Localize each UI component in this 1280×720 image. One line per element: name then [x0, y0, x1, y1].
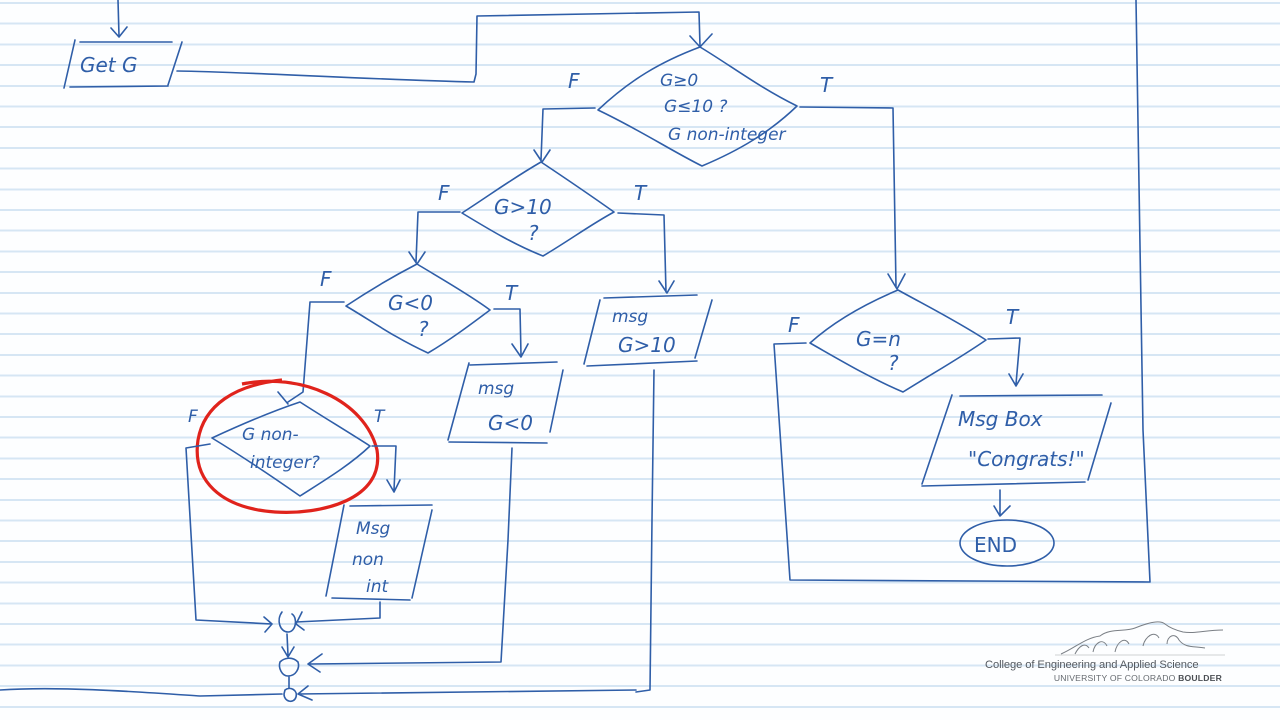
get-g-label: Get G: [80, 53, 138, 77]
university-prefix: UNIVERSITY OF COLORADO: [1053, 673, 1179, 683]
msg-nonint-parallelogram: [325, 504, 433, 601]
valid-check-node: G≥0 G≤10 ? G non-integer F T: [568, 46, 834, 167]
gt10-check-true-label: T: [634, 181, 648, 205]
lt0-check-line-2: ?: [418, 317, 429, 341]
get-g-node: Get G: [63, 0, 183, 89]
edge-nonint-false: [185, 443, 273, 633]
msg-congrats-line-1: Msg Box: [958, 407, 1043, 431]
nonint-check-false-label: F: [188, 407, 198, 427]
gt10-check-node: G>10 ? F T: [438, 161, 648, 257]
msg-lt0-line-2: G<0: [488, 411, 533, 435]
edge-valid-true: [799, 106, 906, 290]
eq-check-true-label: T: [1006, 305, 1020, 329]
valid-check-false-label: F: [568, 69, 580, 93]
eq-check-line-2: ?: [888, 351, 899, 375]
end-node: END: [959, 519, 1055, 567]
valid-check-true-label: T: [820, 73, 834, 97]
edge-into-join-3: [297, 685, 637, 701]
lt0-check-diamond: [345, 263, 491, 354]
join-connector-1: [278, 611, 297, 633]
msg-lt0-parallelogram: [447, 361, 564, 444]
flatirons-mountain-icon: [1055, 621, 1225, 656]
gt10-check-line-2: ?: [528, 221, 539, 245]
gt10-check-line-1: G>10: [494, 195, 552, 219]
msg-lt0-node: msg G<0: [447, 361, 564, 444]
msg-congrats-node: Msg Box "Congrats!": [921, 394, 1112, 487]
cu-boulder-logo: College of Engineering and Applied Scien…: [980, 618, 1225, 688]
university-boulder: BOULDER: [1178, 673, 1222, 683]
red-highlight-circle: [195, 378, 380, 514]
msg-gt10-node: msg G>10: [583, 294, 713, 367]
college-name: College of Engineering and Applied Scien…: [985, 659, 1199, 671]
msg-congrats-parallelogram: [921, 394, 1112, 487]
valid-check-line-3: G non-integer: [668, 125, 787, 145]
join-connector-3: [283, 687, 298, 703]
arrow-join-1-to-2: [281, 633, 295, 658]
valid-check-line-2: G≤10 ?: [664, 97, 727, 117]
edge-msg-gt10-down: [635, 369, 655, 693]
msg-congrats-line-2: "Congrats!": [968, 447, 1085, 471]
edge-eq-false-loop: [773, 0, 1151, 583]
end-oval: [959, 519, 1055, 567]
eq-check-diamond: [809, 289, 987, 393]
msg-nonint-node: Msg non int: [325, 504, 433, 601]
valid-check-line-1: G≥0: [660, 71, 698, 91]
loop-back-line-left: [0, 687, 283, 697]
edge-lt0-true: [493, 308, 529, 358]
msg-lt0-line-1: msg: [478, 379, 514, 399]
edge-lt0-false: [277, 301, 345, 405]
edge-eq-true: [987, 337, 1024, 387]
msg-gt10-line-1: msg: [612, 307, 648, 327]
msg-nonint-line-3: int: [366, 577, 389, 597]
gt10-check-diamond: [461, 161, 615, 257]
msg-gt10-parallelogram: [583, 294, 713, 367]
end-label: END: [974, 533, 1017, 557]
edge-gt10-false: [408, 211, 461, 265]
edge-msg-nonint-down: [295, 601, 381, 631]
nonint-check-node: G non- integer? F T: [188, 378, 386, 514]
gt10-check-false-label: F: [438, 181, 450, 205]
edge-valid-false: [533, 107, 596, 163]
nonint-check-diamond: [211, 401, 371, 497]
valid-check-diamond: [597, 46, 798, 167]
edge-nonint-true: [371, 445, 401, 493]
join-connectors: [0, 611, 637, 703]
join-connector-2: [278, 657, 300, 677]
arrow-into-get-g: [110, 0, 128, 38]
edge-msg-lt0-down: [307, 447, 513, 673]
edge-congrats-to-end: [993, 489, 1011, 517]
msg-gt10-line-2: G>10: [618, 333, 676, 357]
msg-nonint-line-2: non: [352, 550, 384, 570]
lt0-check-false-label: F: [320, 267, 332, 291]
nonint-check-true-label: T: [374, 407, 386, 427]
university-name: UNIVERSITY OF COLORADO BOULDER: [1054, 673, 1222, 683]
eq-check-node: G=n ? F T: [788, 289, 1020, 393]
eq-check-false-label: F: [788, 313, 800, 337]
nonint-check-line-1: G non-: [242, 425, 299, 445]
connector-get-g-to-valid-check: [176, 11, 713, 83]
get-g-parallelogram: [63, 39, 183, 89]
msg-nonint-line-1: Msg: [356, 519, 391, 539]
edge-gt10-true: [617, 212, 675, 294]
lt0-check-line-1: G<0: [388, 291, 433, 315]
lt0-check-true-label: T: [505, 281, 519, 305]
eq-check-line-1: G=n: [856, 327, 901, 351]
nonint-check-line-2: integer?: [250, 453, 320, 473]
lt0-check-node: G<0 ? F T: [320, 263, 519, 354]
